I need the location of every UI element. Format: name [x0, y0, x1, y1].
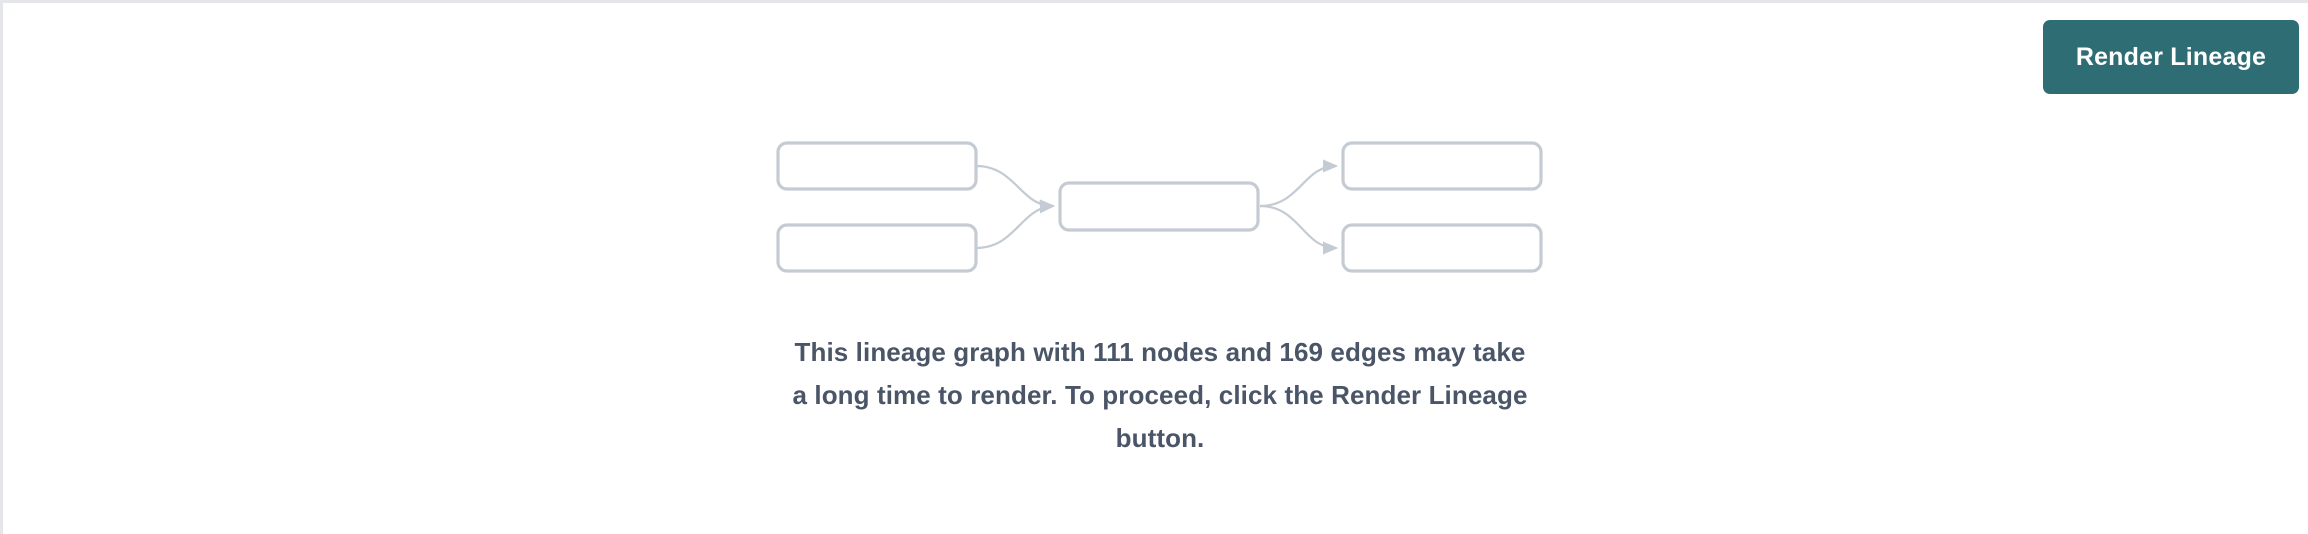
lineage-node-upstream-2	[776, 223, 978, 273]
edge-upstream-2-to-center	[975, 200, 1056, 250]
lineage-warning-message: This lineage graph with 111 nodes and 16…	[750, 331, 1570, 460]
lineage-node-downstream-2	[1341, 223, 1543, 273]
edge-upstream-1-to-center	[975, 164, 1056, 213]
lineage-node-center	[1058, 181, 1260, 232]
edge-center-to-downstream-2	[1259, 204, 1339, 255]
render-lineage-button[interactable]: Render Lineage	[2043, 20, 2299, 94]
lineage-node-upstream-1	[776, 141, 978, 191]
edge-center-to-downstream-1	[1259, 159, 1339, 208]
lineage-graph-illustration	[776, 141, 1543, 273]
lineage-node-downstream-1	[1341, 141, 1543, 191]
message-line-1: This lineage graph with 111 nodes and 16…	[794, 337, 1526, 367]
message-line-3: button.	[1115, 423, 1205, 453]
message-line-2: a long time to render. To proceed, click…	[792, 380, 1528, 410]
